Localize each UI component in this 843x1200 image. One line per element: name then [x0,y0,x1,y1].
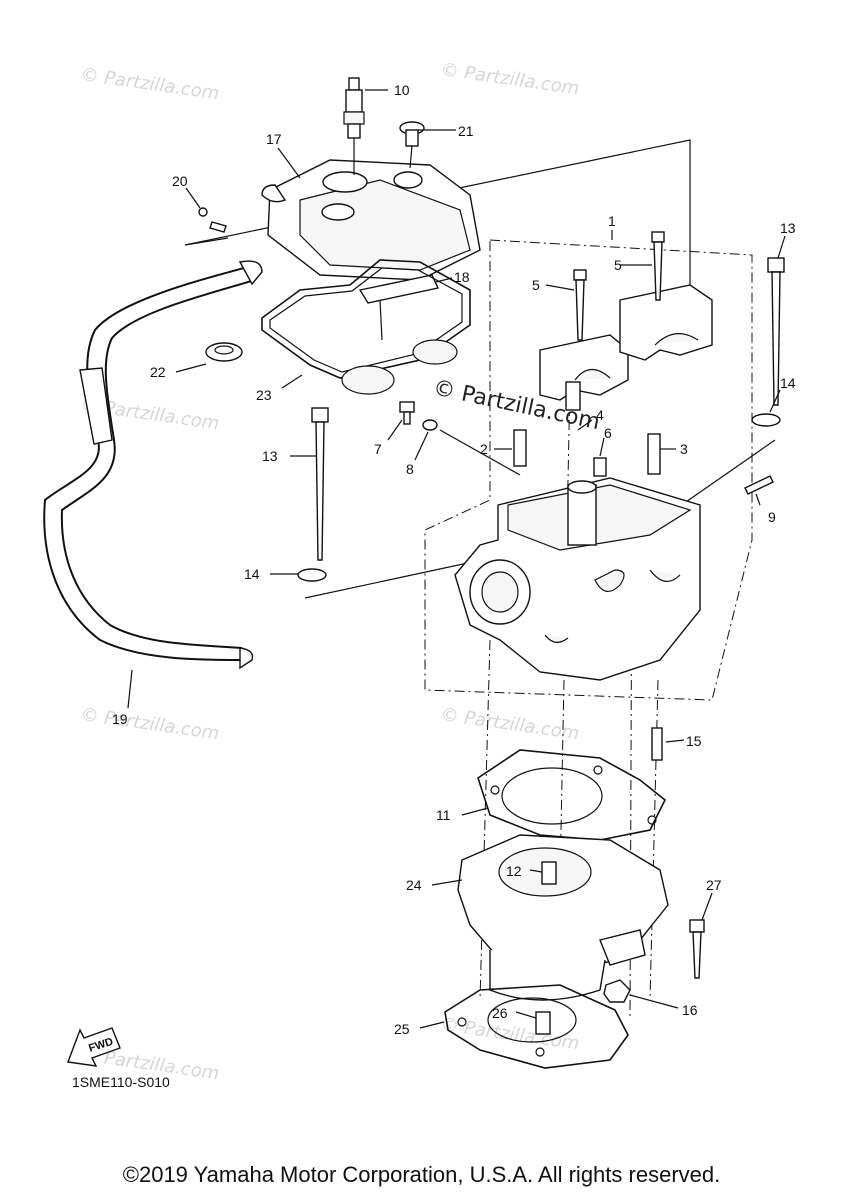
callout-26: 26 [492,1005,508,1021]
align-line-c [649,679,659,1001]
washer-14-right [751,413,781,427]
align-line-d [559,379,571,881]
diagram-code: 1SME110-S010 [72,1074,170,1090]
callout-7: 7 [374,441,382,457]
bolt-7 [399,401,415,425]
callout-19: 19 [112,711,128,727]
head-bolt-13-left [311,407,329,561]
stud-9 [744,475,774,495]
bracket-18 [358,274,440,304]
callout-8: 8 [406,461,414,477]
washer-14-left [297,568,327,582]
assembly-outline-1 [424,239,753,701]
svg-text:© Partzilla.com: © Partzilla.com [439,704,580,744]
cover-gasket-23 [261,259,471,395]
callout-24: 24 [406,877,422,893]
cap-bolt-21 [399,121,425,169]
callout-22: 22 [150,364,166,380]
bolt-27 [689,919,705,979]
callout-14-left: 14 [244,566,260,582]
spark-plug-10 [343,77,365,175]
callout-12: 12 [506,863,522,879]
dowel-12 [541,861,557,885]
callout-3: 3 [680,441,688,457]
callout-2: 2 [480,441,488,457]
washer-8 [422,419,438,431]
projection-line-8 [439,429,521,476]
svg-text:© Partzilla.com: © Partzilla.com [79,704,220,744]
svg-text:© Partzilla.com: © Partzilla.com [439,1014,580,1054]
callout-23: 23 [256,387,272,403]
callout-13-right: 13 [780,220,796,236]
callout-21: 21 [458,123,474,139]
grommet-22 [205,342,243,362]
plug-6 [593,457,607,477]
callout-6: 6 [604,425,612,441]
callout-9: 9 [768,509,776,525]
base-gasket-25 [444,984,629,1069]
callout-15: 15 [686,733,702,749]
callout-25: 25 [394,1021,410,1037]
valve-guide-2 [513,429,527,467]
head-bolt-13-right [767,257,785,406]
head-gasket-11 [477,749,667,841]
callout-1: 1 [608,213,616,229]
callout-5b: 5 [614,257,622,273]
copyright-notice: ©2019 Yamaha Motor Corporation, U.S.A. A… [122,1162,721,1187]
nut-16 [603,979,631,1003]
exploded-parts-diagram: © Partzilla.com © Partzilla.com © Partzi… [43,59,796,1084]
callout-5a: 5 [532,277,540,293]
callout-18: 18 [454,269,470,285]
callout-4: 4 [596,407,604,423]
callout-11: 11 [436,807,451,823]
cap-bolt-5b [651,231,665,301]
callout-20: 20 [172,173,188,189]
dowel-26 [535,1011,551,1035]
svg-text:© Partzilla.com: © Partzilla.com [79,64,220,104]
bracket-18-line [379,299,383,341]
leader-lines [127,89,786,1029]
stud-15 [651,727,663,761]
cylinder-head [454,477,701,681]
camshaft-caps [539,284,713,411]
callout-13-left: 13 [262,448,278,464]
cylinder-24 [457,834,669,1001]
valve-guide-3 [647,433,661,475]
callout-10: 10 [394,82,410,98]
valve-cover-17 [261,159,481,281]
callout-17: 17 [266,131,282,147]
callout-16: 16 [682,1002,698,1018]
callout-14-right: 14 [780,375,796,391]
align-line-a [479,639,491,1001]
callout-27: 27 [706,877,722,893]
cap-bolt-5a [573,269,587,341]
pin-20 [198,207,227,233]
projection-line-20 [184,237,229,246]
fwd-arrow-icon: FWD [67,1027,121,1067]
svg-text:© Partzilla.com: © Partzilla.com [439,59,580,99]
breather-hose-19 [43,260,263,670]
